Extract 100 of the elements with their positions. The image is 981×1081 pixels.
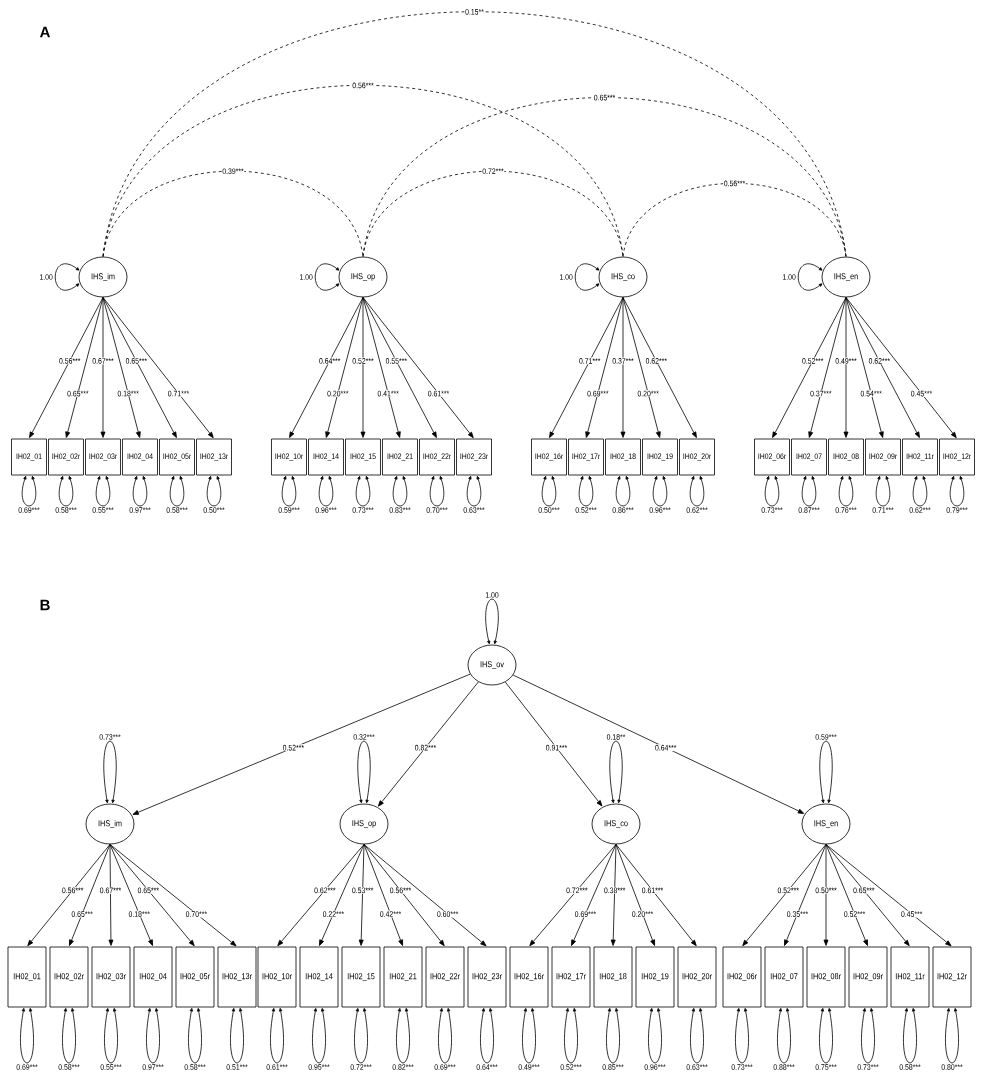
variance-loop (396, 1008, 410, 1064)
edge-label: 0.67*** (99, 886, 122, 894)
edge-label: 0.69*** (586, 390, 610, 397)
indicator-box: IH02_15 (345, 438, 381, 476)
indicator-box: IH02_21 (383, 946, 423, 1008)
variance-loop (357, 740, 371, 804)
indicator-box: IH02_23r (467, 946, 507, 1008)
loading-arrow (65, 297, 104, 438)
loading-arrow (845, 297, 884, 438)
variance-loop (903, 1008, 917, 1064)
loading-arrow (363, 844, 403, 946)
variance-label: 0.85*** (602, 1064, 624, 1070)
variance-label: 0.80*** (941, 1064, 963, 1070)
edge-label: 0.52*** (776, 886, 800, 894)
variance-label: 0.79*** (946, 507, 968, 513)
edge-label: 0.82*** (414, 744, 437, 752)
indicator-box: IH02_19 (635, 946, 675, 1008)
variance-label: 0.69*** (16, 1064, 38, 1070)
edge-label: 0.37*** (611, 357, 635, 365)
edge-label: 0.56*** (723, 180, 746, 187)
variance-label: 0.58*** (899, 1064, 921, 1070)
edge-label: 0.65*** (593, 94, 616, 102)
edge-label: 0.64*** (318, 357, 341, 365)
loading-arrow (615, 844, 697, 947)
variance-label: 0.73*** (352, 507, 374, 513)
loading-arrow (319, 844, 365, 946)
loading-arrow (845, 297, 920, 438)
variance-label: 0.97*** (142, 1064, 164, 1070)
variance-label: 0.86*** (612, 507, 634, 513)
edge-label: 0.56*** (61, 886, 84, 894)
edge-label: 0.60*** (436, 910, 459, 918)
indicator-box: IH02_03r (85, 438, 121, 476)
edge-label: 0.52*** (843, 910, 866, 918)
indicator-box: IH02_06r (722, 946, 762, 1008)
loading-arrow (825, 844, 910, 947)
edge-label: 0.62*** (868, 357, 891, 365)
loading-arrow (109, 844, 237, 947)
indicator-box: IH02_16r (509, 946, 549, 1008)
edge-label: 0.69*** (574, 910, 597, 918)
indicator-box: IH02_16r (531, 438, 567, 476)
loading-arrow (27, 844, 111, 947)
loading-arrow (289, 297, 364, 438)
edge-label: 0.70*** (185, 910, 208, 918)
variance-loop (690, 1008, 704, 1064)
variance-label: 0.61*** (266, 1064, 288, 1070)
loading-arrow (358, 844, 365, 946)
indicator-box: IH02_08 (828, 438, 864, 476)
variance-loop (104, 1008, 118, 1064)
loading-arrow (571, 844, 617, 946)
variance-label: 0.96*** (315, 507, 337, 513)
edge-label: 0.72*** (565, 886, 589, 894)
variance-loop (522, 1008, 536, 1064)
variance-label: 0.63*** (686, 1064, 708, 1070)
variance-label: 0.59*** (815, 734, 837, 740)
edge-label: 0.54*** (859, 390, 883, 397)
edge-label: 0.64*** (654, 744, 677, 752)
edge-label: 0.71*** (578, 357, 601, 365)
loading-arrow (109, 844, 195, 947)
indicator-box: IH02_07 (791, 438, 827, 476)
edge-label: 0.65*** (125, 357, 148, 365)
edge-label: 0.49*** (834, 357, 858, 365)
variance-label: 0.58*** (58, 1064, 80, 1070)
variance-label: 0.50*** (538, 507, 560, 513)
indicator-box: IH02_02r (48, 438, 84, 476)
indicator-box: IH02_02r (49, 946, 89, 1008)
edge-label: 0.65*** (70, 910, 94, 918)
variance-loop (169, 475, 185, 507)
loading-arrow (622, 297, 661, 438)
variance-loop (689, 475, 705, 507)
loading-arrow (363, 844, 487, 947)
edge-label: 0.20*** (326, 390, 350, 397)
indicator-box: IH02_07 (764, 946, 804, 1008)
variance-label: 0.63*** (463, 507, 485, 513)
variance-loop (648, 1008, 662, 1064)
loading-arrow (843, 297, 849, 438)
variance-loop (466, 475, 482, 507)
variance-label: 1.00 (299, 274, 313, 280)
variance-label: 0.52*** (575, 507, 597, 513)
variance-label: 0.73*** (99, 734, 121, 740)
edge-label: 0.61*** (641, 886, 664, 894)
indicator-box: IH02_20r (677, 946, 717, 1008)
loading-arrow (845, 297, 957, 439)
indicator-box: IH02_13r (217, 946, 257, 1008)
loading-arrow (549, 297, 624, 438)
loading-arrow (808, 297, 847, 438)
edge-label: 0.39*** (221, 167, 245, 175)
variance-label: 0.52*** (560, 1064, 582, 1070)
path-arrow (512, 674, 805, 814)
loading-arrow (362, 297, 437, 438)
edge-label: 0.53*** (351, 886, 374, 894)
variance-label: 1.00 (39, 274, 53, 280)
loading-arrow (69, 844, 111, 946)
variance-loop (949, 475, 965, 507)
variance-loop (20, 1008, 34, 1064)
panel-letter: B (40, 599, 50, 611)
variance-loop (819, 1008, 833, 1064)
variance-label: 0.70*** (426, 507, 448, 513)
variance-loop (354, 1008, 368, 1064)
edge-label: 0.56*** (58, 357, 81, 365)
indicator-box: IH02_09r (848, 946, 888, 1008)
